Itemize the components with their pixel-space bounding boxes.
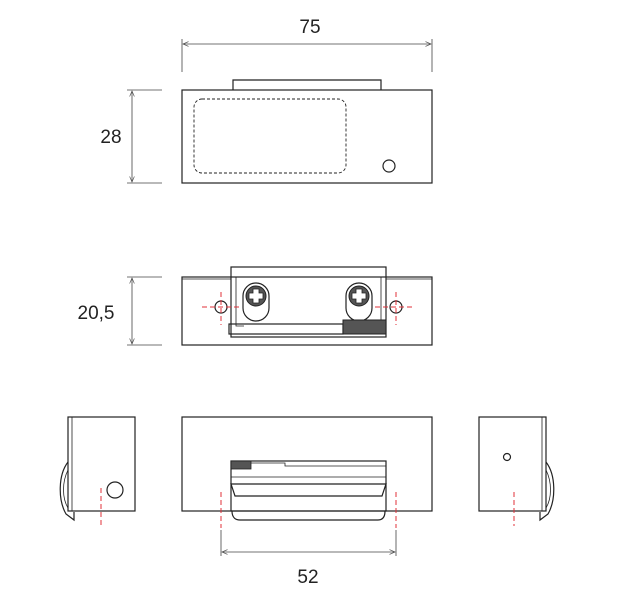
right-side-view xyxy=(478,416,555,526)
latch-bar xyxy=(228,323,344,335)
dim-label-20-5: 20,5 xyxy=(78,303,115,324)
plate-view xyxy=(181,266,433,346)
screw-slot-left xyxy=(242,282,270,322)
front-hole xyxy=(382,159,396,173)
left-side-view xyxy=(59,416,136,526)
dim-label-75: 75 xyxy=(299,17,320,38)
dim-label-52: 52 xyxy=(297,567,318,588)
right-side-curve xyxy=(539,461,555,522)
screw-left-icon xyxy=(245,285,267,307)
dimension-75: 75 xyxy=(181,17,433,72)
screw-right-icon xyxy=(348,285,370,307)
right-side-body xyxy=(478,416,547,512)
latch-housing xyxy=(230,266,387,338)
right-side-hole xyxy=(502,452,512,462)
front-body-outline xyxy=(181,89,433,184)
dimension-52: 52 xyxy=(220,530,397,588)
front-top-tab xyxy=(232,79,382,90)
left-side-body xyxy=(67,416,136,512)
bottom-latch-housing xyxy=(230,460,387,512)
dim-label-28: 28 xyxy=(100,127,121,148)
left-side-hole xyxy=(106,481,124,499)
left-side-curve xyxy=(59,461,75,522)
bottom-view xyxy=(181,416,433,528)
bottom-body-outline xyxy=(181,416,433,512)
bottom-latch-lip xyxy=(231,510,386,521)
front-view xyxy=(181,79,433,184)
bottom-latch-bar xyxy=(230,483,387,497)
plate-outline xyxy=(181,276,433,346)
dimension-20-5: 20,5 xyxy=(78,276,162,346)
latch-bar-dark xyxy=(342,319,387,335)
dimension-28: 28 xyxy=(100,89,162,184)
front-label-area xyxy=(193,98,347,174)
